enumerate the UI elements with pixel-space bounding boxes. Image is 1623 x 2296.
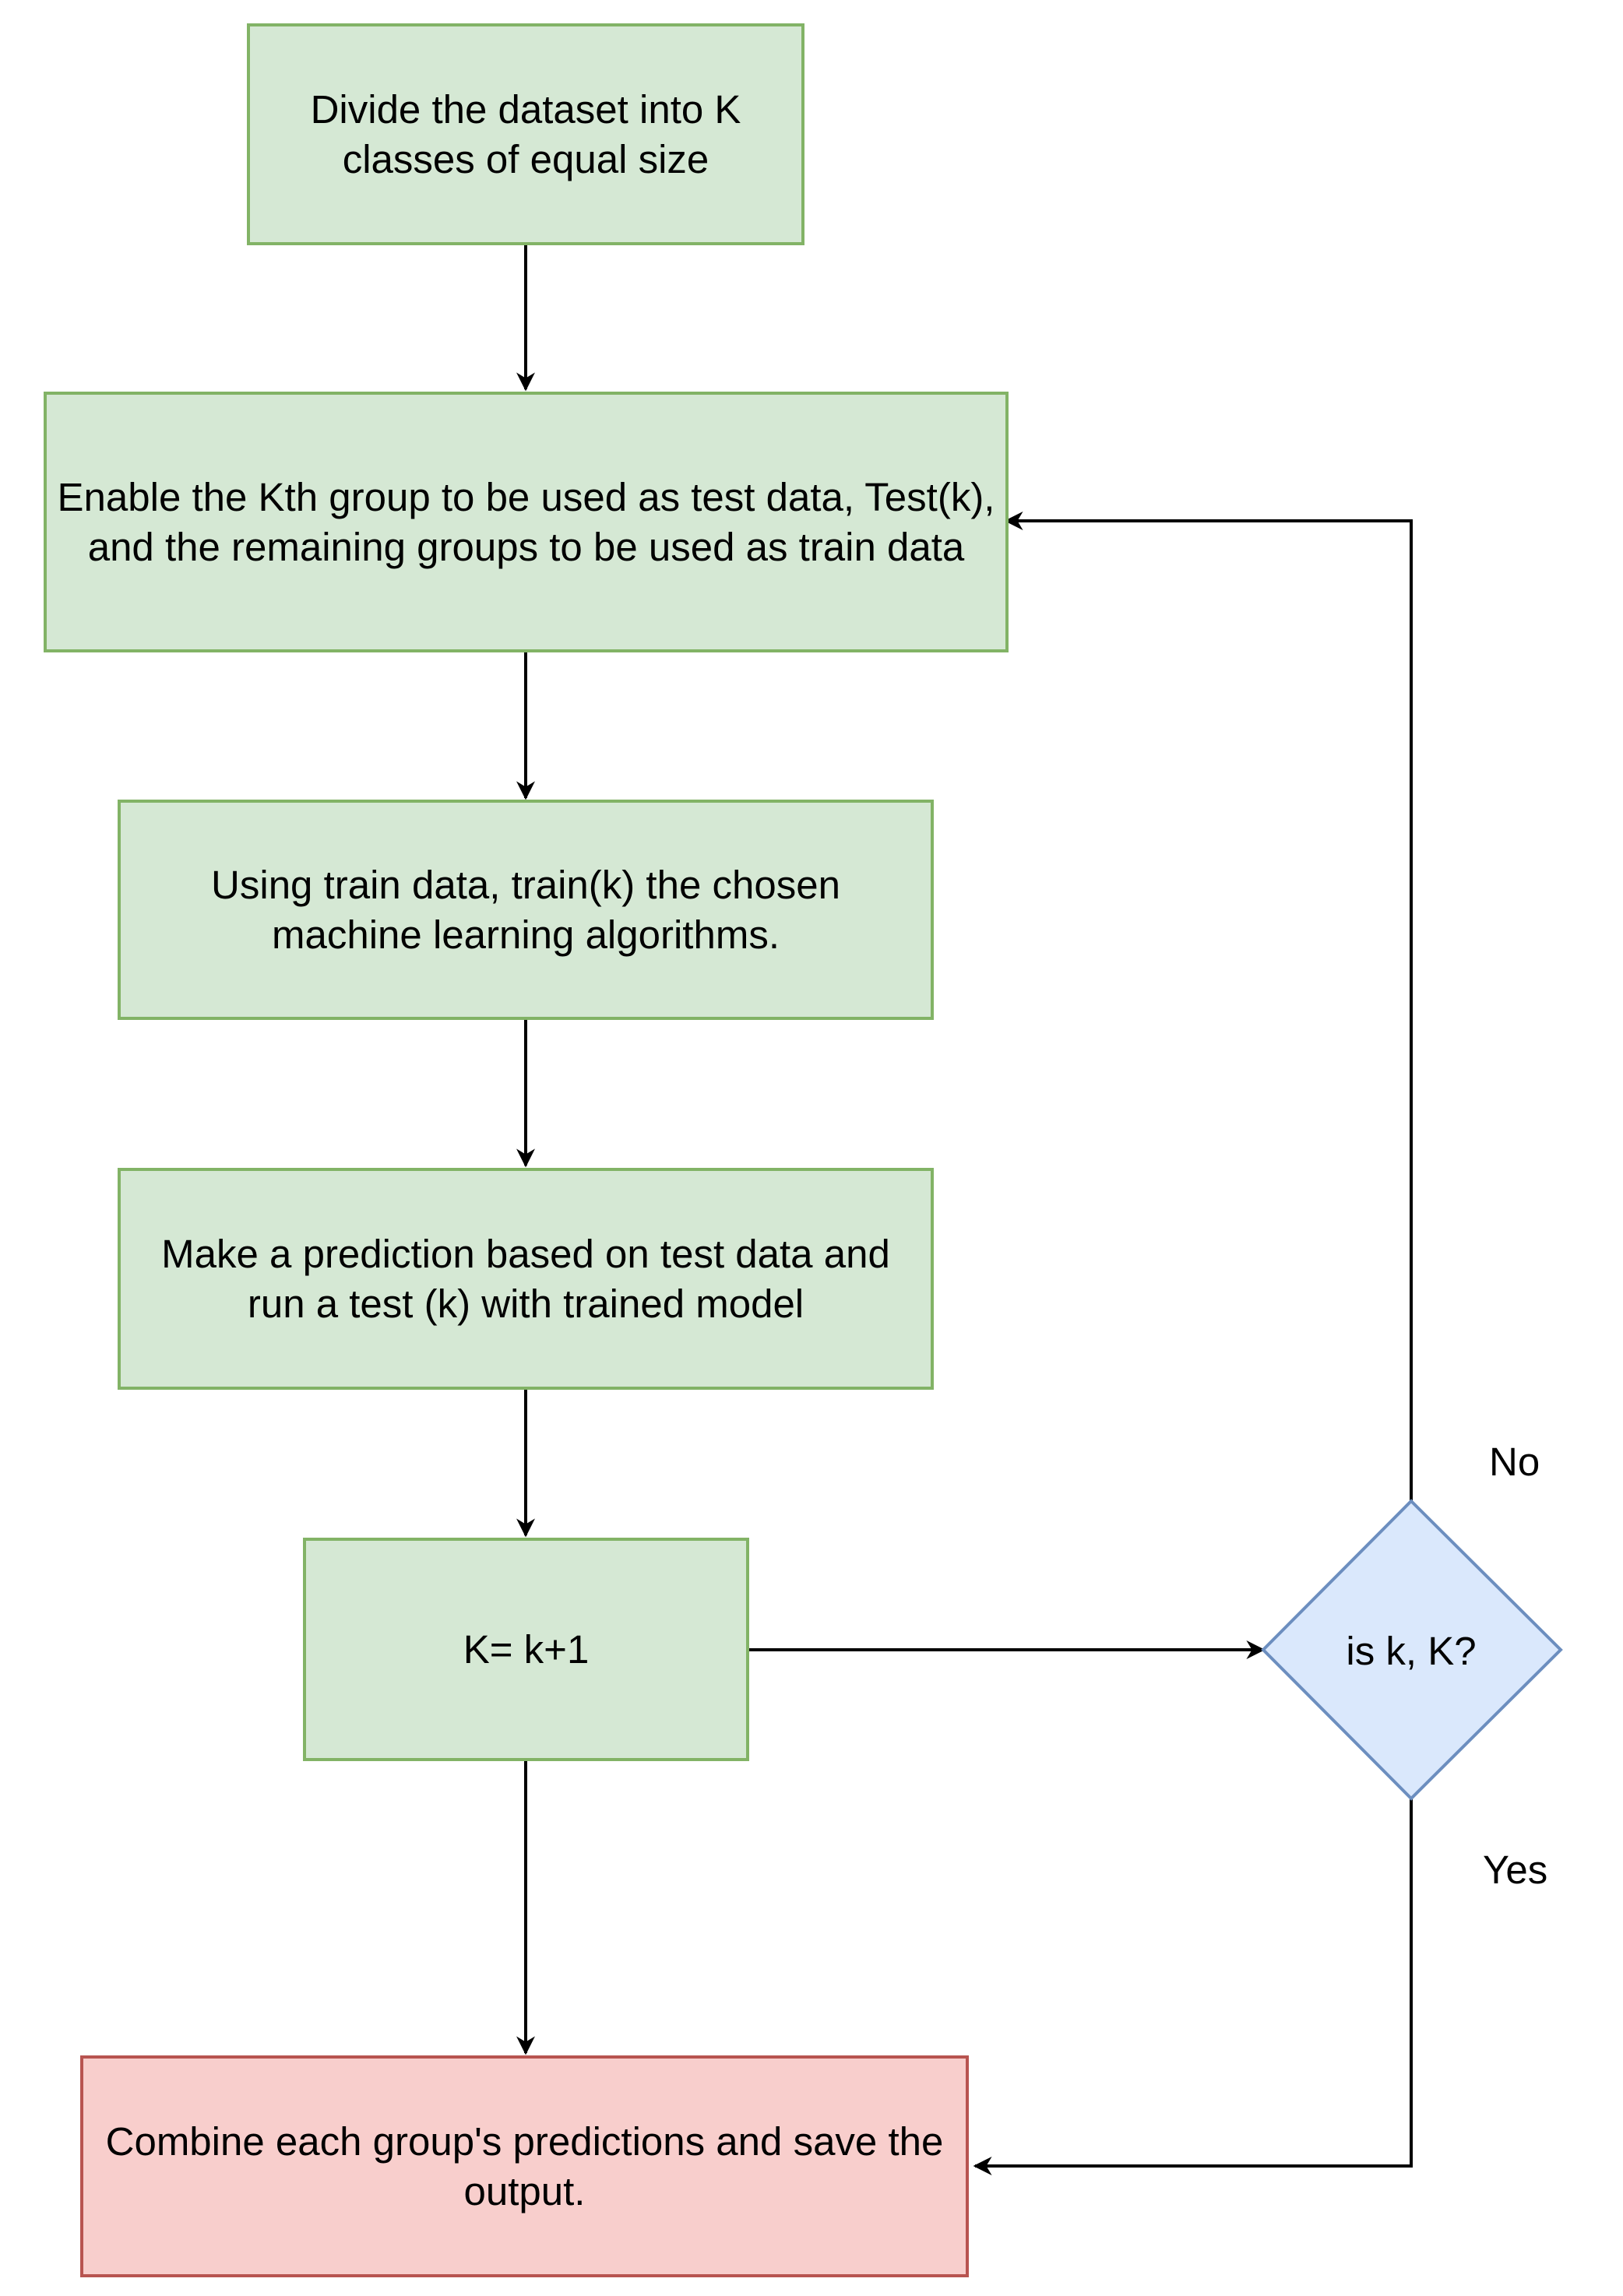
edge-label-no: No: [1489, 1440, 1540, 1484]
decision-label: is k, K?: [1271, 1604, 1551, 1697]
decision-diamond: [1261, 1499, 1563, 1801]
node-increment-k: K= k+1: [303, 1538, 749, 1761]
edge-label-yes: Yes: [1483, 1848, 1548, 1892]
arrow-decision-no-to-enable: [1004, 512, 1413, 1501]
node-combine-output: Combine each group's predictions and sav…: [80, 2055, 969, 2277]
decision-text: is k, K?: [1346, 1628, 1477, 1673]
node-train-model-label: Using train data, train(k) the chosen ma…: [211, 862, 840, 957]
node-divide-dataset: Divide the dataset into K classes of equ…: [247, 23, 804, 245]
node-increment-k-label: K= k+1: [463, 1626, 590, 1672]
node-enable-kth-group: Enable the Kth group to be used as test …: [44, 392, 1009, 652]
node-combine-output-label: Combine each group's predictions and sav…: [105, 2118, 944, 2213]
node-make-prediction: Make a prediction based on test data and…: [118, 1168, 934, 1390]
node-make-prediction-label: Make a prediction based on test data and…: [161, 1231, 890, 1326]
node-enable-kth-group-label: Enable the Kth group to be used as test …: [57, 474, 995, 569]
node-divide-dataset-label: Divide the dataset into K classes of equ…: [310, 86, 741, 181]
node-train-model: Using train data, train(k) the chosen ma…: [118, 800, 934, 1020]
arrow-decision-yes-to-combine: [973, 1798, 1413, 2175]
